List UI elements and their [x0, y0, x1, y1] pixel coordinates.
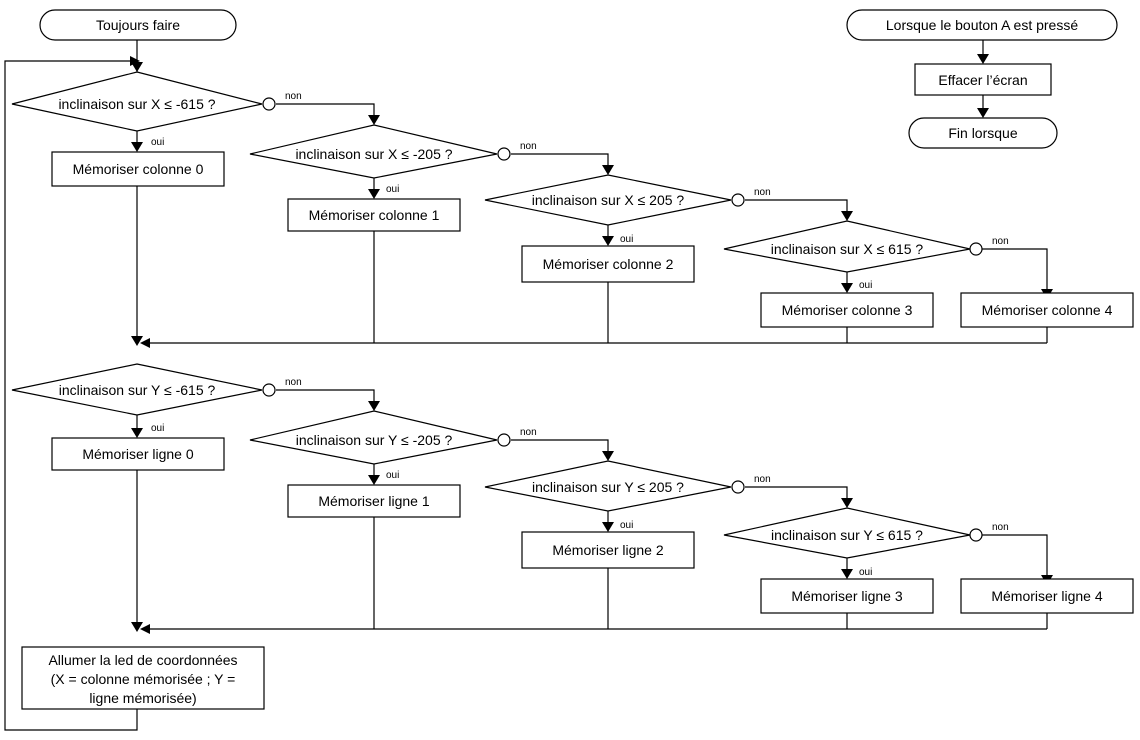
no-label: non	[992, 522, 1009, 533]
decision-x-3-label: inclinaison sur X ≤ 615 ?	[771, 241, 924, 257]
start-always-terminator	[39, 9, 237, 41]
decision-x-1	[249, 124, 498, 179]
decision-y-3	[723, 507, 971, 559]
action-memorize-row-4-label: Mémoriser ligne 4	[991, 588, 1102, 604]
action-light-led	[21, 646, 265, 710]
no-connector-circle	[731, 193, 745, 207]
no-connector-circle	[262, 97, 276, 111]
decision-x-0	[11, 71, 263, 132]
action-memorize-column-3-label: Mémoriser colonne 3	[782, 302, 913, 318]
event-end-label: Fin lorsque	[948, 125, 1017, 141]
yes-label: oui	[386, 184, 399, 195]
yes-label: oui	[620, 520, 633, 531]
no-connector-circle	[262, 383, 276, 397]
no-label: non	[992, 236, 1009, 247]
yes-label: oui	[151, 423, 164, 434]
yes-label: oui	[859, 567, 872, 578]
action-memorize-column-3	[760, 292, 934, 328]
connector-lines	[4, 40, 1048, 731]
yes-label: oui	[859, 280, 872, 291]
action-memorize-column-0-label: Mémoriser colonne 0	[73, 161, 204, 177]
event-end-terminator	[908, 117, 1058, 149]
action-memorize-column-4-label: Mémoriser colonne 4	[982, 302, 1113, 318]
action-memorize-column-0	[51, 151, 225, 187]
event-start-label: Lorsque le bouton A est pressé	[886, 17, 1078, 33]
start-always-label: Toujours faire	[96, 17, 180, 33]
action-light-led-line-3: ligne mémorisée)	[89, 690, 196, 706]
no-label: non	[754, 474, 771, 485]
action-memorize-column-4	[960, 292, 1134, 328]
clear-screen-label: Effacer l’écran	[938, 72, 1027, 88]
decision-y-0	[11, 363, 263, 416]
decision-y-1	[249, 410, 498, 465]
decision-x-0-label: inclinaison sur X ≤ -615 ?	[58, 96, 215, 112]
no-label: non	[520, 141, 537, 152]
action-memorize-column-1	[287, 198, 461, 232]
clear-screen-box	[914, 63, 1052, 96]
decision-y-2	[484, 460, 732, 512]
action-memorize-row-3-label: Mémoriser ligne 3	[791, 588, 902, 604]
action-memorize-column-2-label: Mémoriser colonne 2	[543, 256, 674, 272]
no-connector-circle	[497, 147, 511, 161]
action-memorize-row-2	[521, 531, 695, 569]
no-connector-circle	[969, 242, 983, 256]
yes-label: oui	[386, 470, 399, 481]
action-memorize-column-2	[521, 245, 695, 283]
action-light-led-line-1: Allumer la led de coordonnées	[48, 652, 237, 668]
action-memorize-row-0	[51, 437, 225, 471]
no-label: non	[285, 377, 302, 388]
decision-y-0-label: inclinaison sur Y ≤ -615 ?	[59, 382, 216, 398]
action-memorize-row-1	[287, 484, 461, 518]
decision-x-1-label: inclinaison sur X ≤ -205 ?	[295, 146, 452, 162]
action-memorize-row-3	[760, 578, 934, 614]
event-start-terminator	[846, 9, 1118, 41]
decision-y-2-label: inclinaison sur Y ≤ 205 ?	[532, 479, 684, 495]
action-memorize-column-1-label: Mémoriser colonne 1	[309, 207, 440, 223]
yes-label: oui	[151, 137, 164, 148]
action-memorize-row-0-label: Mémoriser ligne 0	[82, 446, 193, 462]
action-light-led-line-2: (X = colonne mémorisée ; Y =	[51, 671, 236, 687]
decision-x-3	[723, 220, 971, 273]
no-connector-circle	[969, 528, 983, 542]
action-memorize-row-4	[960, 578, 1134, 614]
yes-label: oui	[620, 234, 633, 245]
no-label: non	[754, 187, 771, 198]
decision-y-3-label: inclinaison sur Y ≤ 615 ?	[771, 527, 923, 543]
no-connector-circle	[731, 480, 745, 494]
decision-y-1-label: inclinaison sur Y ≤ -205 ?	[296, 432, 453, 448]
decision-x-2-label: inclinaison sur X ≤ 205 ?	[532, 192, 685, 208]
action-memorize-row-2-label: Mémoriser ligne 2	[552, 542, 663, 558]
no-connector-circle	[497, 433, 511, 447]
no-label: non	[520, 427, 537, 438]
no-label: non	[285, 91, 302, 102]
decision-x-2	[484, 174, 732, 226]
action-memorize-row-1-label: Mémoriser ligne 1	[318, 493, 429, 509]
